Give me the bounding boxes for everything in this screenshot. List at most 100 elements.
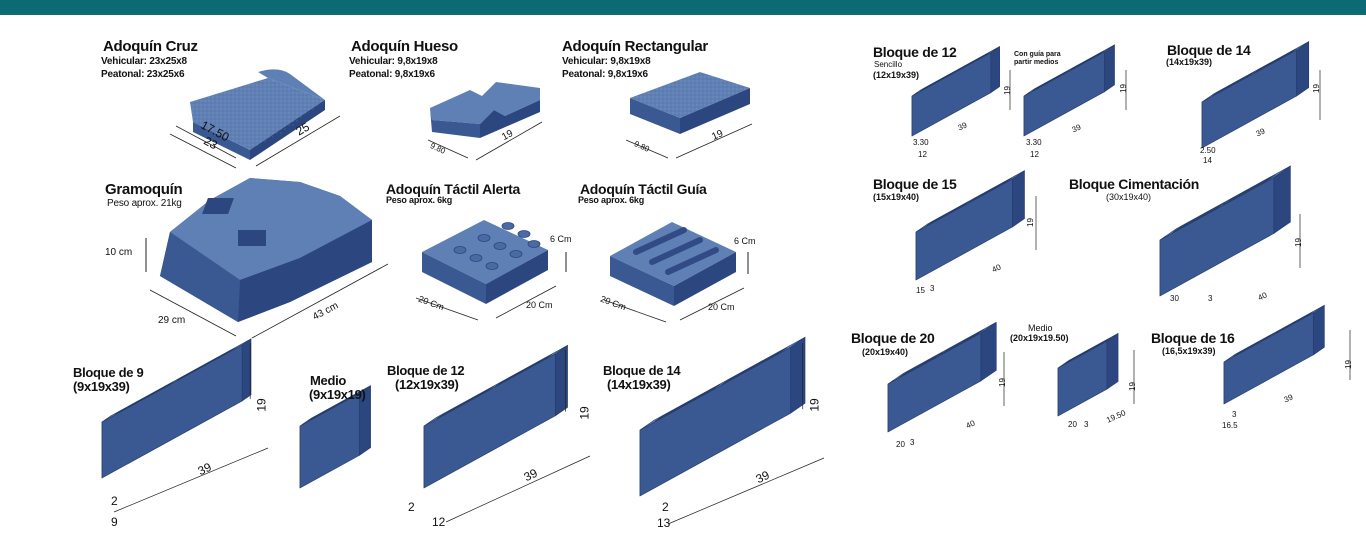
paver-gramoquin <box>145 178 389 339</box>
right-medio-t: 3 <box>1084 420 1089 429</box>
right-cimentacion-h: 19 <box>1293 238 1303 247</box>
gramoquin-weight: Peso aprox. 21kg <box>107 198 182 209</box>
block-cell-hole <box>1172 202 1226 233</box>
right-b12-size: (12x19x39) <box>873 70 920 80</box>
paver-cruz <box>169 69 341 169</box>
left-medio-size: (9x19x19) <box>309 387 366 402</box>
block-front-face <box>299 392 360 489</box>
right-b12-title: Bloque de 12 <box>873 44 957 60</box>
block-right-b20 <box>887 321 997 433</box>
dimension-line <box>667 457 825 525</box>
right-b16-t: 3 <box>1232 410 1237 419</box>
block-right-b12guia <box>1023 44 1115 137</box>
block-cell-hole <box>307 390 363 422</box>
gramoquin-height: 10 cm <box>105 247 133 258</box>
block-end-face <box>1313 304 1325 356</box>
block-cell-hole <box>655 383 721 422</box>
left-b9-title: Bloque de 9 <box>73 365 144 380</box>
block-cell-hole <box>114 381 174 415</box>
paver-rectangular <box>625 72 753 159</box>
block-cell-hole <box>494 354 552 387</box>
tactil-guia-dim-b: 20 Cm <box>708 302 735 312</box>
hueso-peatonal: Peatonal: 9,8x19x6 <box>349 69 435 80</box>
block-cell-hole <box>1233 333 1274 357</box>
block-left-b9 <box>101 338 252 479</box>
block-left-medio <box>299 385 371 489</box>
paver-tactil-guia <box>603 222 749 323</box>
block-cell-hole <box>920 71 956 92</box>
block-cell-hole <box>176 347 236 381</box>
block-cell-hole <box>968 177 1013 203</box>
block-cell-hole <box>1067 50 1105 72</box>
right-b12-t: 3.30 <box>913 138 929 147</box>
block-cell-hole <box>1272 311 1314 336</box>
left-b12-w: 12 <box>432 515 446 529</box>
block-front-face <box>1223 312 1314 405</box>
right-b20-w: 20 <box>896 440 905 449</box>
hueso-title: Adoquín Hueso <box>351 38 458 55</box>
left-b12-size: (12x19x39) <box>395 377 459 392</box>
block-right-cimentacion <box>1159 165 1291 297</box>
tactil-alerta-title: Adoquín Táctil Alerta <box>386 181 520 197</box>
block-cell-hole <box>939 329 984 356</box>
block-right-b14 <box>1201 41 1310 149</box>
block-cell-hole <box>1212 71 1256 97</box>
rectangular-vehicular: Vehicular: 9,8x19x8 <box>562 56 651 67</box>
paver-hueso <box>427 82 543 161</box>
block-end-face <box>990 45 1000 94</box>
right-b12guia-note1: Con guía para <box>1014 51 1061 58</box>
right-b12-h: 19 <box>1002 86 1012 95</box>
gramoquin-width: 29 cm <box>158 315 186 326</box>
right-b16-w: 16.5 <box>1222 421 1238 430</box>
left-b14-t: 2 <box>662 500 669 514</box>
right-b20-h: 19 <box>997 378 1007 387</box>
right-b14-t: 2.50 <box>1200 146 1216 155</box>
rectangular-peatonal: Peatonal: 9,8x19x6 <box>562 69 648 80</box>
right-b12-w: 12 <box>918 150 927 159</box>
right-cimentacion-w: 30 <box>1170 294 1179 303</box>
right-medio-h: 19 <box>1127 382 1137 391</box>
tactil-alerta-weight: Peso aprox. 6kg <box>386 195 453 205</box>
header-bar <box>0 0 1366 15</box>
tactil-guia-title: Adoquín Táctil Guía <box>580 181 707 197</box>
left-medio-title: Medio <box>310 373 347 388</box>
left-b9-w: 9 <box>111 515 118 529</box>
block-right-medio <box>1057 332 1119 417</box>
right-b15-size: (15x19x40) <box>873 192 920 202</box>
block-cell-hole <box>898 351 943 378</box>
left-b14-size: (14x19x39) <box>607 377 671 392</box>
right-b14-h: 19 <box>1311 84 1321 93</box>
right-b15-t: 3 <box>930 284 935 293</box>
left-b9-h: 19 <box>254 398 269 412</box>
right-b20-size: (20x19x40) <box>862 347 909 357</box>
paver-tactil-alerta <box>415 220 567 321</box>
gramoquin-title: Gramoquín <box>105 181 183 198</box>
right-b12-sub: Sencillo <box>874 60 903 69</box>
tactil-alerta-height: 6 Cm <box>550 234 572 244</box>
block-cell-hole <box>1253 48 1297 74</box>
block-cell-hole <box>1222 174 1276 206</box>
block-end-face <box>1104 44 1115 93</box>
right-b16-h: 19 <box>1343 360 1353 369</box>
cruz-title: Adoquín Cruz <box>103 38 198 55</box>
cruz-peatonal: Peatonal: 23x25x6 <box>101 69 185 80</box>
right-b15-title: Bloque de 15 <box>873 176 957 192</box>
block-cell-hole <box>721 347 787 386</box>
block-end-face <box>1106 332 1119 390</box>
block-right-b15 <box>915 170 1025 281</box>
tactil-alerta-dim-b: 20 Cm <box>526 300 553 310</box>
left-b9-size: (9x19x39) <box>73 379 130 394</box>
cruz-vehicular: Vehicular: 23x25x8 <box>101 56 187 67</box>
right-b20-t: 3 <box>910 438 915 447</box>
block-front-face <box>911 52 992 137</box>
right-medio-w: 20 <box>1068 420 1077 429</box>
block-cell-hole <box>954 51 991 73</box>
block-right-b16 <box>1223 304 1325 405</box>
block-cell-hole <box>926 200 970 227</box>
block-end-face <box>241 338 252 402</box>
dimension-line <box>113 447 269 513</box>
left-b12-t: 2 <box>408 500 415 514</box>
block-front-face <box>1057 340 1108 417</box>
hueso-vehicular: Vehicular: 9,8x19x8 <box>349 56 438 67</box>
left-b14-h: 19 <box>807 398 822 412</box>
